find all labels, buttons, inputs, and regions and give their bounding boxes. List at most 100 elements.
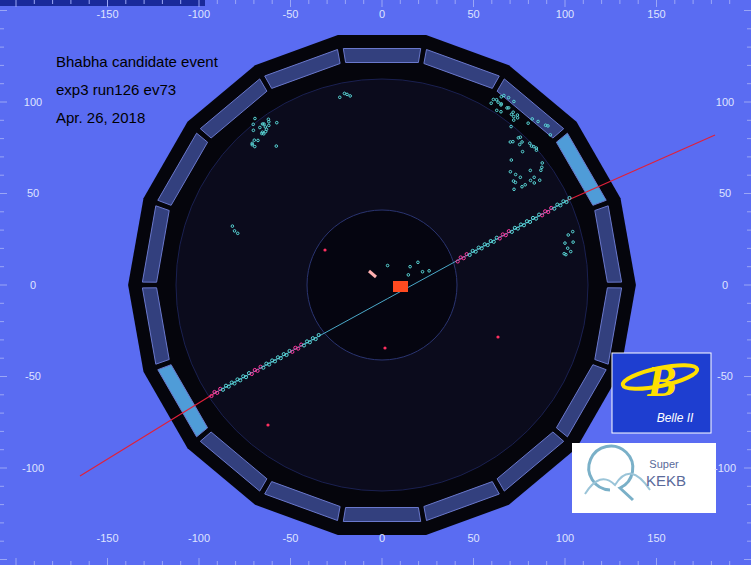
hit: [510, 125, 513, 128]
tick: [747, 541, 751, 542]
tick: [382, 558, 383, 565]
hit: [533, 182, 536, 185]
tick: [180, 561, 181, 565]
crystal: [595, 206, 622, 282]
tick: [693, 0, 694, 4]
hit: [492, 240, 495, 243]
tick: [656, 0, 657, 7]
crystal: [142, 288, 169, 364]
tick: [0, 339, 4, 340]
hit: [534, 217, 537, 220]
tick: [747, 266, 751, 267]
axis-label: -100: [714, 463, 736, 474]
tick: [345, 0, 346, 4]
tick: [0, 47, 4, 48]
tick: [565, 558, 566, 565]
tick: [747, 394, 751, 395]
tick: [272, 0, 273, 4]
hit: [541, 214, 544, 217]
hit: [253, 139, 256, 142]
hit: [519, 176, 522, 179]
tick: [0, 358, 4, 359]
tick: [16, 558, 17, 565]
hit: [490, 102, 493, 105]
hit: [260, 132, 263, 135]
tick: [744, 193, 751, 194]
hit: [268, 363, 271, 366]
tick: [674, 0, 675, 4]
hit: [547, 210, 550, 213]
tick: [619, 0, 620, 4]
hit: [529, 179, 532, 182]
hit: [513, 100, 516, 103]
tick: [674, 561, 675, 565]
tick: [0, 303, 4, 304]
hit: [486, 243, 489, 246]
tick: [528, 561, 529, 565]
tick: [327, 0, 328, 4]
vertex-hit: [369, 271, 376, 277]
tick: [107, 558, 108, 565]
top-bar: [0, 0, 205, 6]
hit: [257, 139, 260, 142]
hit: [495, 109, 498, 112]
hit: [268, 124, 271, 127]
hit: [524, 183, 527, 186]
event-name: Bhabha candidate event: [56, 54, 218, 69]
hit: [496, 335, 499, 338]
hit: [532, 145, 535, 148]
hit: [568, 196, 571, 199]
vertex-cluster: [393, 281, 408, 292]
tick: [418, 0, 419, 4]
tick: [0, 138, 4, 139]
tick: [0, 102, 7, 103]
belle-logo-box: [612, 353, 711, 433]
hit: [549, 134, 552, 137]
hit: [516, 117, 519, 120]
tick: [747, 413, 751, 414]
axis-label: 100: [556, 533, 574, 544]
logo-letter: B: [647, 360, 676, 404]
event-date: Apr. 26, 2018: [56, 110, 145, 125]
hit: [227, 385, 230, 388]
hit: [569, 250, 572, 253]
tick: [363, 561, 364, 565]
hit: [567, 234, 570, 237]
hit: [314, 337, 317, 340]
superkekb-logo-box: [572, 443, 716, 513]
hit: [533, 176, 536, 179]
tick: [491, 0, 492, 4]
tick: [0, 468, 7, 469]
hit: [308, 341, 311, 344]
tick: [89, 561, 90, 565]
axis-label: -50: [717, 371, 733, 382]
crystal: [265, 482, 340, 521]
hit: [291, 350, 294, 353]
axis-label: 100: [716, 97, 734, 108]
tick: [400, 561, 401, 565]
tick: [455, 0, 456, 4]
tick: [400, 0, 401, 4]
crystal: [265, 50, 340, 89]
tick: [744, 10, 751, 11]
tick: [0, 156, 4, 157]
hit: [518, 143, 521, 146]
axis-label: 100: [556, 9, 574, 20]
tick: [144, 0, 145, 4]
tick: [747, 449, 751, 450]
tick: [308, 561, 309, 565]
hit: [261, 123, 264, 126]
axis-label: -100: [188, 9, 210, 20]
tick: [455, 561, 456, 565]
hit: [513, 188, 516, 191]
hit: [421, 270, 424, 273]
tick: [89, 0, 90, 4]
crystal: [343, 49, 420, 63]
tick: [510, 0, 511, 4]
hit: [572, 241, 575, 244]
hit: [531, 118, 534, 121]
tick: [235, 561, 236, 565]
tick: [418, 561, 419, 565]
tick: [199, 558, 200, 565]
